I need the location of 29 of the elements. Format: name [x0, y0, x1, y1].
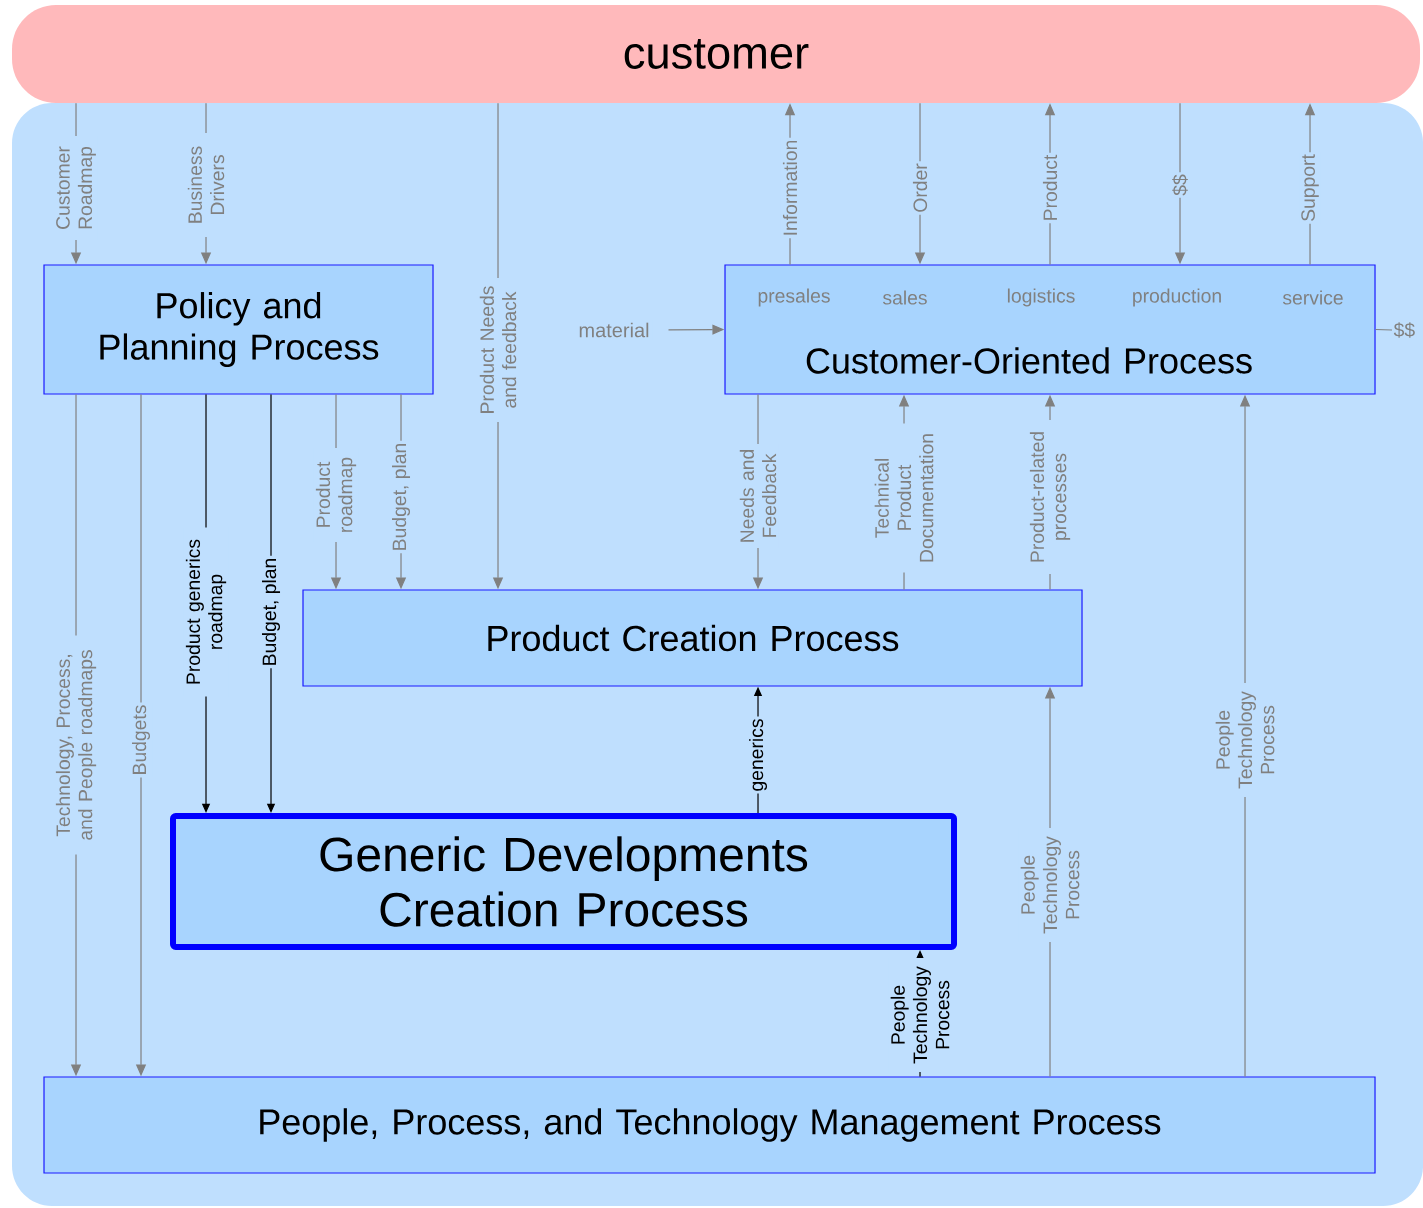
edge-label: Support — [1299, 152, 1321, 224]
edge-label: Budget, plan — [390, 440, 412, 554]
process-box: People, Process, and Technology Management Process — [43, 1076, 1376, 1174]
stage-label: logistics — [1007, 288, 1075, 307]
process-box: Generic Developments Creation Process — [170, 813, 957, 950]
edge-label: Product roadmap — [313, 448, 359, 542]
edge-label: People Technology Process — [1018, 828, 1082, 942]
process-box: Product Creation Process — [302, 589, 1083, 687]
stage-label: service — [1282, 290, 1343, 305]
edge-label: Business Drivers — [185, 133, 227, 237]
edge-label: Needs and Feedback — [737, 444, 779, 548]
edge-label: generics — [747, 716, 769, 794]
edge-label: Product generics roadmap — [183, 527, 229, 697]
stage-label: sales — [883, 290, 927, 305]
edge-label: Budget, plan — [260, 555, 282, 669]
customer-band: customer — [12, 5, 1420, 103]
bare-label: material — [575, 320, 653, 340]
edge-label: Product Needs and feedback — [477, 278, 519, 422]
stage-label: presales — [758, 288, 830, 307]
edge-label: Customer Roadmap — [54, 136, 98, 240]
edge-label: Budgets — [130, 702, 152, 778]
edge-label: $$ — [1170, 172, 1190, 198]
edge-label: Technical Product Documentation — [872, 423, 936, 573]
edge-label: Technology, Process, and People roadmaps — [53, 635, 99, 855]
stage-label: production — [1133, 288, 1221, 307]
edge-label: Product-related processes — [1027, 420, 1073, 574]
process-box: Policy and Planning Process — [43, 264, 434, 395]
edge-label: People Technology Process — [1213, 683, 1277, 797]
edge-label: People Technology Process — [888, 958, 952, 1072]
